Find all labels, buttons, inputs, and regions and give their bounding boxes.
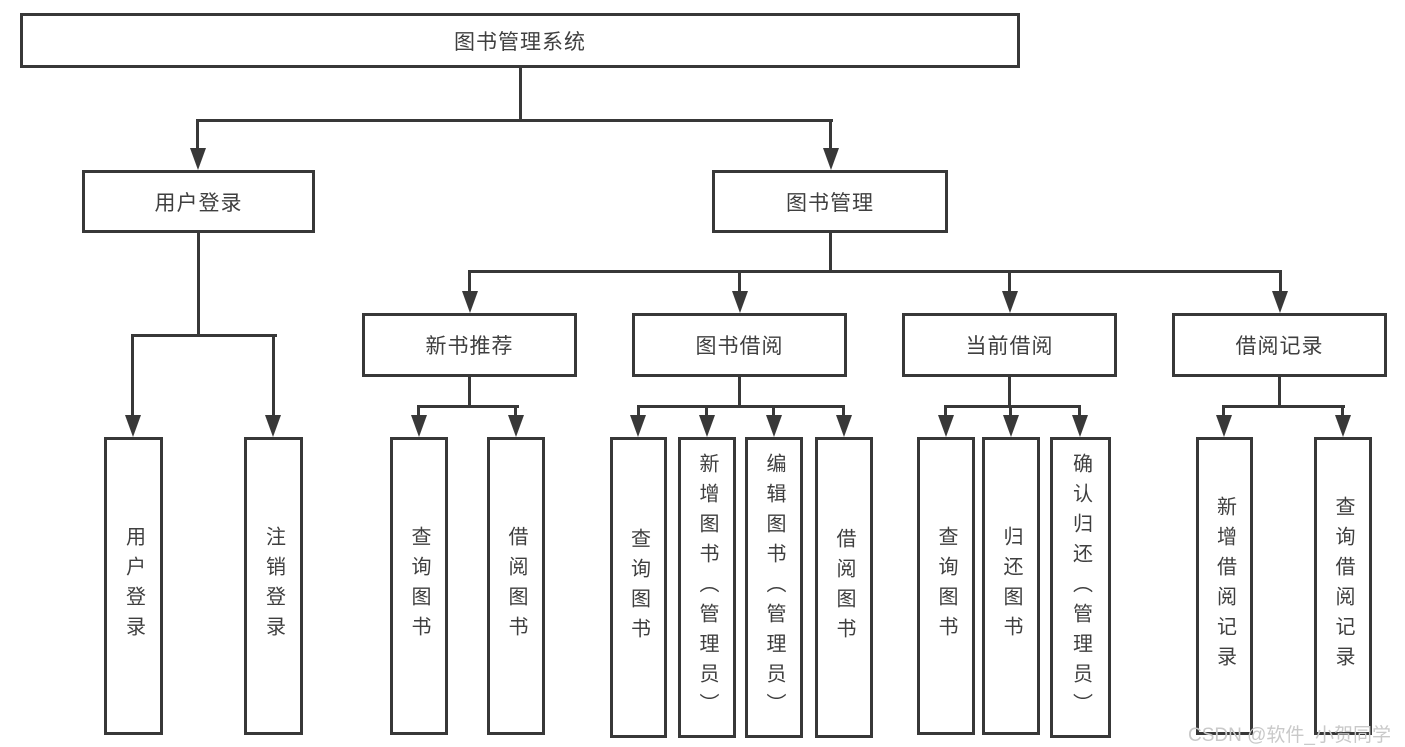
leaf-add-book-admin: 新增图书（管理员） (678, 437, 736, 738)
node-current-borrowing-label: 当前借阅 (965, 335, 1054, 358)
leaf-user-login-label: 用户登录 (122, 526, 145, 646)
connector-line (417, 405, 420, 418)
arrow-down-icon (1216, 415, 1232, 437)
node-book-management: 图书管理 (712, 170, 948, 233)
leaf-query-books-borrowing: 查询图书 (610, 437, 667, 738)
leaf-query-books-current: 查询图书 (917, 437, 975, 735)
connector-line (637, 405, 640, 418)
leaf-query-books-current-label: 查询图书 (935, 526, 957, 646)
connector-line (738, 375, 741, 408)
arrow-down-icon (1003, 415, 1019, 437)
arrow-down-icon (190, 148, 206, 170)
connector-line (637, 405, 845, 408)
connector-line (468, 270, 1282, 273)
arrow-down-icon (1072, 415, 1088, 437)
leaf-edit-book-admin: 编辑图书（管理员） (745, 437, 803, 738)
arrow-down-icon (630, 415, 646, 437)
leaf-return-books: 归还图书 (982, 437, 1040, 735)
csdn-watermark: CSDN @软件_小贺同学 (1188, 725, 1391, 746)
leaf-add-borrow-record: 新增借阅记录 (1196, 437, 1253, 735)
leaf-query-borrow-record: 查询借阅记录 (1314, 437, 1372, 735)
connector-line (1009, 405, 1012, 418)
connector-line (417, 405, 519, 408)
connector-line (829, 231, 832, 273)
connector-line (1078, 405, 1081, 418)
arrow-down-icon (732, 291, 748, 313)
leaf-logout: 注销登录 (244, 437, 303, 735)
connector-line (738, 270, 741, 293)
node-new-book-recommend-label: 新书推荐 (425, 335, 514, 358)
arrow-down-icon (1335, 415, 1351, 437)
node-root-label: 图书管理系统 (454, 30, 586, 54)
leaf-borrow-books-borrowing: 借阅图书 (815, 437, 873, 738)
arrow-down-icon (125, 415, 141, 437)
connector-line (197, 231, 200, 337)
arrow-down-icon (823, 148, 839, 170)
connector-line (772, 405, 775, 418)
leaf-confirm-return-admin-label: 确认归还（管理员） (1069, 452, 1092, 723)
leaf-return-books-label: 归还图书 (1000, 526, 1022, 646)
node-user-login-label: 用户登录 (154, 191, 243, 215)
node-book-management-label: 图书管理 (786, 191, 874, 215)
leaf-borrow-books-recommend: 借阅图书 (487, 437, 545, 735)
connector-line (196, 119, 833, 122)
node-borrow-records: 借阅记录 (1172, 313, 1387, 377)
leaf-query-books-recommend: 查询图书 (390, 437, 448, 735)
connector-line (1008, 270, 1011, 293)
node-book-borrowing-label: 图书借阅 (695, 335, 784, 358)
connector-line (468, 270, 471, 293)
leaf-user-login: 用户登录 (104, 437, 163, 735)
connector-line (705, 405, 708, 418)
arrow-down-icon (699, 415, 715, 437)
arrow-down-icon (1272, 291, 1288, 313)
connector-line (1279, 270, 1282, 293)
connector-line (842, 405, 845, 418)
connector-line (1222, 405, 1225, 418)
arrow-down-icon (1002, 291, 1018, 313)
connector-line (514, 405, 517, 418)
connector-line (1341, 405, 1344, 418)
node-user-login: 用户登录 (82, 170, 315, 233)
connector-line (272, 334, 275, 417)
leaf-query-books-recommend-label: 查询图书 (408, 526, 430, 646)
node-borrow-records-label: 借阅记录 (1235, 335, 1324, 358)
connector-line (829, 119, 832, 149)
connector-line (468, 375, 471, 408)
leaf-borrow-books-borrowing-label: 借阅图书 (833, 527, 855, 648)
connector-line (131, 334, 134, 417)
leaf-query-borrow-record-label: 查询借阅记录 (1332, 496, 1354, 676)
node-new-book-recommend: 新书推荐 (362, 313, 577, 377)
connector-line (519, 66, 522, 121)
arrow-down-icon (766, 415, 782, 437)
node-book-borrowing: 图书借阅 (632, 313, 847, 377)
connector-line (196, 119, 199, 149)
arrow-down-icon (462, 291, 478, 313)
connector-line (1278, 375, 1281, 408)
arrow-down-icon (265, 415, 281, 437)
leaf-confirm-return-admin: 确认归还（管理员） (1050, 437, 1111, 738)
leaf-borrow-books-recommend-label: 借阅图书 (505, 526, 527, 646)
node-root: 图书管理系统 (20, 13, 1020, 68)
arrow-down-icon (938, 415, 954, 437)
connector-line (1008, 375, 1011, 408)
leaf-logout-label: 注销登录 (262, 526, 285, 646)
leaf-add-book-admin-label: 新增图书（管理员） (696, 452, 718, 723)
leaf-query-books-borrowing-label: 查询图书 (627, 527, 650, 648)
leaf-edit-book-admin-label: 编辑图书（管理员） (763, 452, 785, 723)
leaf-add-borrow-record-label: 新增借阅记录 (1213, 496, 1236, 676)
node-current-borrowing: 当前借阅 (902, 313, 1117, 377)
connector-line (944, 405, 1081, 408)
connector-line (131, 334, 277, 337)
connector-line (1222, 405, 1345, 408)
arrow-down-icon (836, 415, 852, 437)
arrow-down-icon (508, 415, 524, 437)
connector-line (944, 405, 947, 418)
arrow-down-icon (411, 415, 427, 437)
